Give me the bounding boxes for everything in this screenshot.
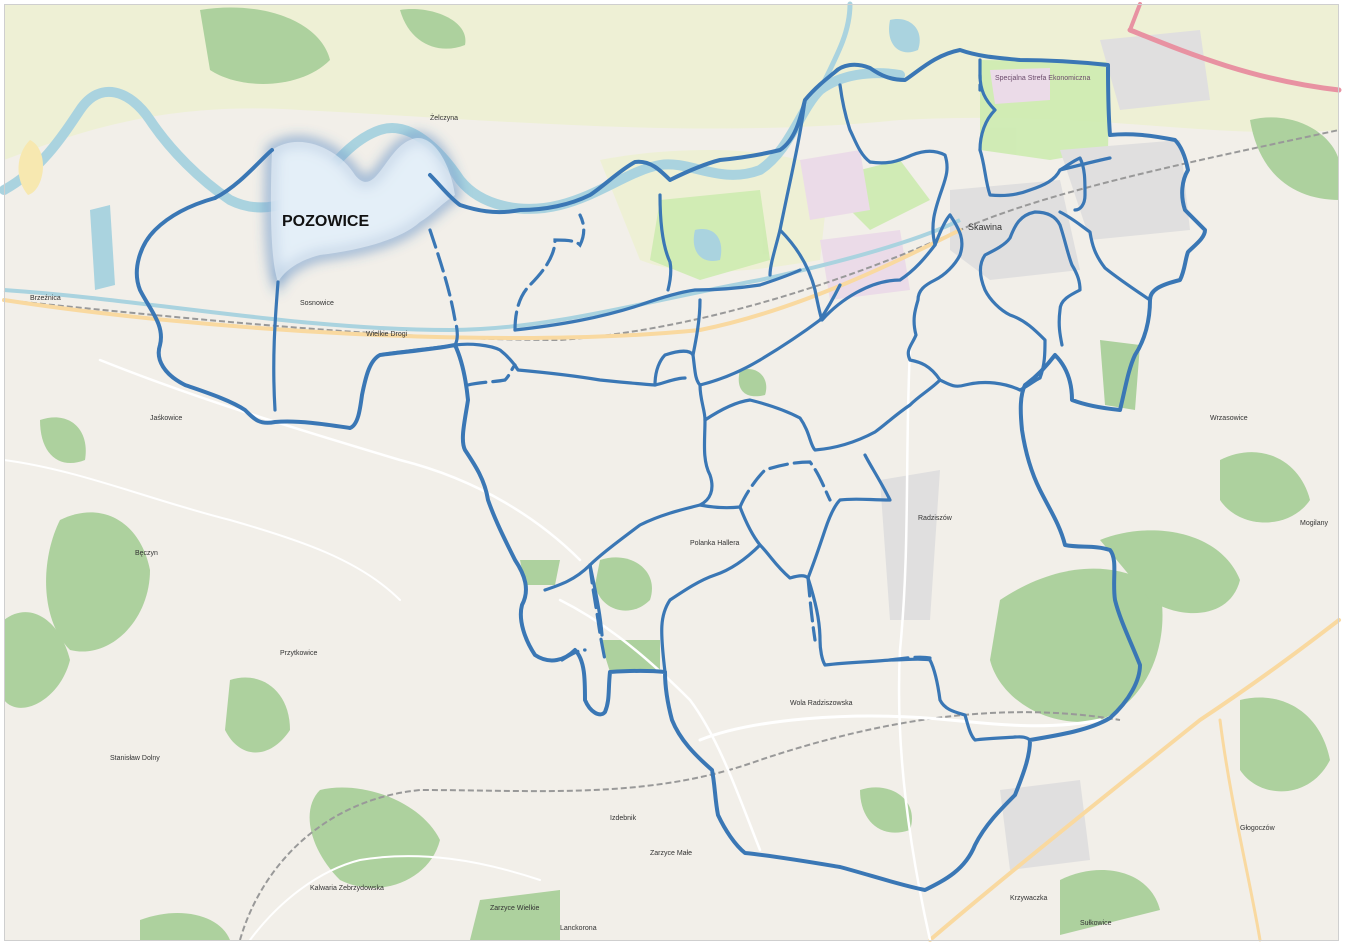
- label-wielkie-drogi: Wielkie Drogi: [366, 331, 408, 338]
- pozowice-highlight[interactable]: [265, 133, 461, 294]
- label-jaskowice: Jaśkowice: [150, 415, 182, 422]
- label-stanislaw: Stanisław Dolny: [110, 755, 160, 762]
- gmina-boundary: [134, 48, 1207, 892]
- label-wrzasowice: Wrzasowice: [1210, 415, 1248, 422]
- label-beczyn: Bęczyn: [135, 550, 158, 557]
- place-labels: Skawina Specjalna Strefa Ekonomiczna Sos…: [30, 75, 1329, 932]
- label-przytkowice: Przytkowice: [280, 650, 317, 657]
- label-wola-radziszowska: Wola Radziszowska: [790, 700, 853, 707]
- label-lanckorona: Lanckorona: [560, 925, 597, 932]
- label-zelczyna: Żelczyna: [430, 113, 458, 122]
- solectwo-boundaries: [272, 73, 1152, 742]
- label-polanka: Polanka Hallera: [690, 540, 740, 547]
- label-sulkowice: Sułkowice: [1080, 920, 1112, 927]
- label-kalwaria: Kalwaria Zebrzydowska: [310, 885, 384, 892]
- label-mogilany: Mogilany: [1300, 520, 1329, 527]
- canal: [3, 218, 961, 333]
- label-glogoczow: Głogoczów: [1240, 825, 1276, 832]
- label-zarzyce-wielkie: Zarzyce Wielkie: [490, 905, 540, 912]
- railway-layer: [3, 129, 1340, 941]
- label-sosnowice: Sosnowice: [300, 300, 334, 307]
- forest-layer: [4, 7, 1339, 940]
- label-brzeznica: Brzeźnica: [30, 295, 61, 302]
- label-izdebnik: Izdebnik: [610, 815, 637, 822]
- label-krzywaczka: Krzywaczka: [1010, 895, 1047, 902]
- dashed-boundaries: [428, 58, 1032, 742]
- highlight-label: POZOWICE: [282, 213, 369, 230]
- label-zarzyce-male: Zarzyce Małe: [650, 850, 692, 857]
- label-skawina: Skawina: [968, 222, 1002, 232]
- label-specjalna-strefa: Specjalna Strefa Ekonomiczna: [995, 75, 1090, 82]
- label-radziszow: Radziszów: [918, 515, 953, 522]
- water-bodies: [18, 19, 920, 290]
